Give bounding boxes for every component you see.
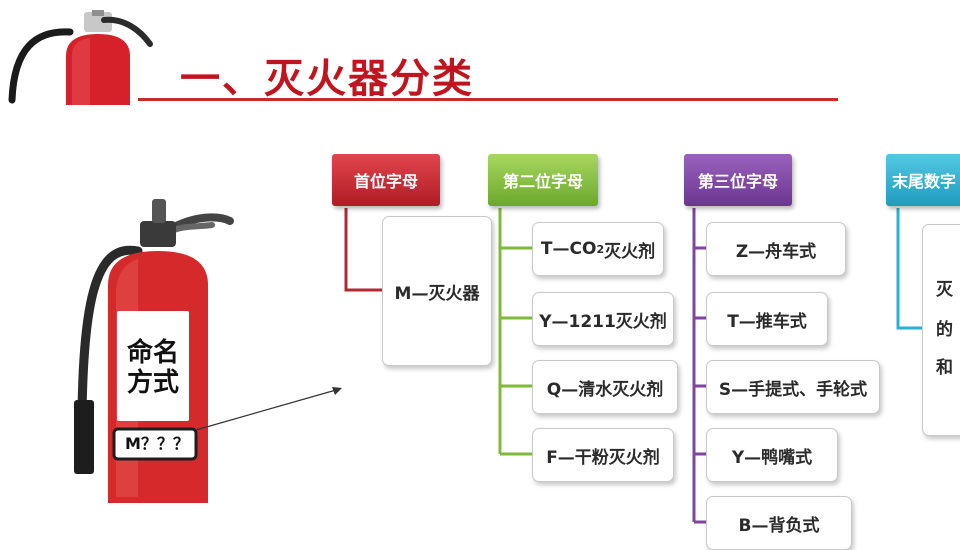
fire-extinguisher-icon xyxy=(8,10,153,105)
node-third-t: T—推车式 xyxy=(706,292,828,346)
model-code-box xyxy=(112,427,198,461)
node-third-z: Z—舟车式 xyxy=(706,222,846,276)
extinguisher-label xyxy=(117,311,189,421)
model-code: M？？？ xyxy=(125,434,189,453)
naming-label: 命名 方式 xyxy=(126,338,179,398)
node-second-q: Q—清水灭火剂 xyxy=(532,360,678,414)
header-first-letter: 首位字母 xyxy=(332,154,440,206)
node-first-m: M—灭火器 xyxy=(382,216,492,366)
last-digit-text-line2: 的 xyxy=(936,320,953,340)
last-digit-text-line1: 灭 xyxy=(936,280,953,300)
fire-extinguisher-illustration xyxy=(74,199,234,503)
node-second-f: F—干粉灭火剂 xyxy=(532,428,674,482)
node-third-s: S—手提式、手轮式 xyxy=(706,360,880,414)
page-title: 一、灭火器分类 xyxy=(180,56,474,102)
header-last-digit: 末尾数字 xyxy=(886,154,960,206)
node-third-y: Y—鸭嘴式 xyxy=(706,428,838,482)
header-third-letter: 第三位字母 xyxy=(684,154,792,206)
header-second-letter: 第二位字母 xyxy=(488,154,598,206)
title-underline xyxy=(138,98,838,101)
node-third-b: B—背负式 xyxy=(706,496,852,550)
last-digit-text-line3: 和 xyxy=(936,358,953,378)
node-last-digit xyxy=(922,224,960,436)
node-second-y: Y—1211灭火剂 xyxy=(532,292,674,346)
